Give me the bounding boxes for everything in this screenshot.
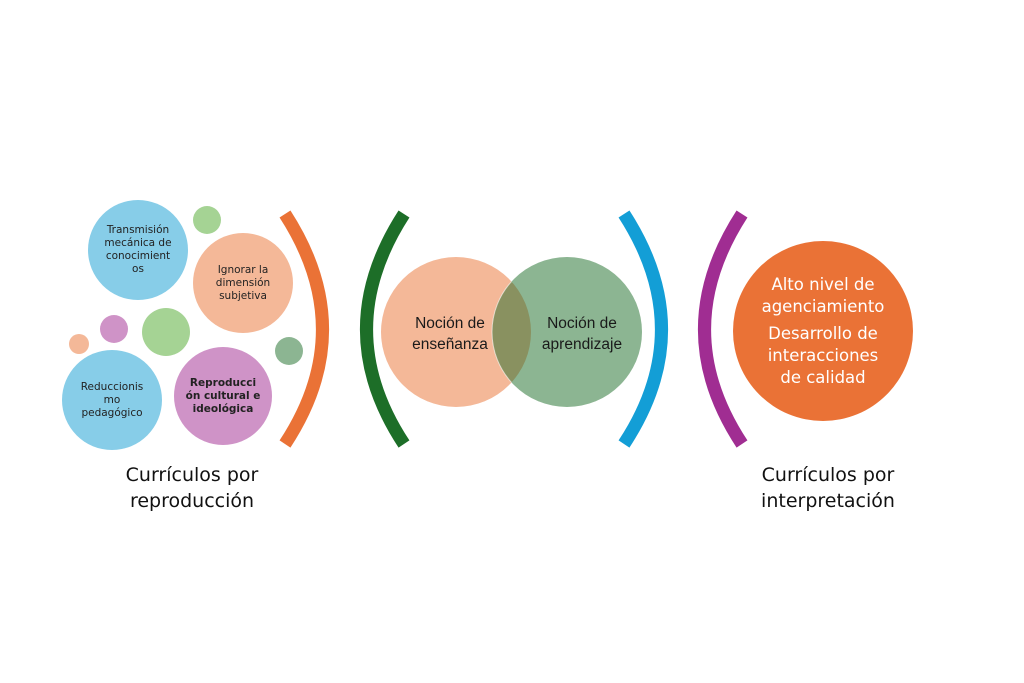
venn-text-line: aprendizaje [541,336,623,353]
venn-circle-aprendizaje [492,257,642,407]
circle-text-line: mo [103,393,121,406]
venn-text-line: enseñanza [412,336,488,353]
circle-reduccionismo: Reduccionis mo pedagógico [62,350,162,450]
circle-text-line: Desarrollo de [768,323,878,343]
circle-text-line: ideológica [192,402,254,415]
circle-text-line: subjetiva [219,289,267,302]
caption-reproduccion: Currículos por reproducción [82,462,302,514]
circle-text-line: Reduccionis [80,380,144,393]
circle-transmision: Transmisión mecánica de conocimient os [88,200,188,300]
circle-interpretacion: Alto nivel de agenciamiento Desarrollo d… [733,241,913,421]
small-circle-muted-green [275,337,303,365]
caption-interpretacion: Currículos por interpretación [718,462,938,514]
venn-overlap-outline [491,257,531,407]
small-circle-light-green [142,308,190,356]
caption-line: Currículos por [761,464,895,486]
venn-circle-ensenanza [381,257,531,407]
circle-text-line: conocimient [105,250,171,262]
venn-label-ensenanza: Noción de enseñanza [395,313,505,355]
caption-line: Currículos por [125,464,259,486]
circle-text-line: interacciones [767,345,879,365]
circle-text-line: mecánica de [104,237,172,249]
circle-text-line: os [132,263,144,275]
circle-text-line: Reproducci [189,376,257,389]
circle-reproduccion: Reproducci ón cultural e ideológica [174,347,272,445]
venn-label-aprendizaje: Noción de aprendizaje [527,313,637,355]
circle-text-line: agenciamiento [761,296,885,316]
circle-text-line: ón cultural e [185,389,261,402]
venn-text-line: Noción de [415,315,485,332]
circle-text-line: de calidad [780,367,866,387]
small-circle-purple [100,315,128,343]
caption-line: interpretación [761,490,895,512]
caption-line: reproducción [129,490,255,512]
circle-ignorar: Ignorar la dimensión subjetiva [193,233,293,333]
small-circle-peach [69,334,89,354]
circle-text-line: pedagógico [81,406,143,419]
circle-text-line: Ignorar la [217,263,269,276]
small-circle-green-top [193,206,221,234]
circle-text-line: Alto nivel de [771,274,875,294]
circle-text-line: Transmisión [106,224,170,236]
venn-text-line: Noción de [547,315,617,332]
circle-text-line: dimensión [215,276,271,289]
